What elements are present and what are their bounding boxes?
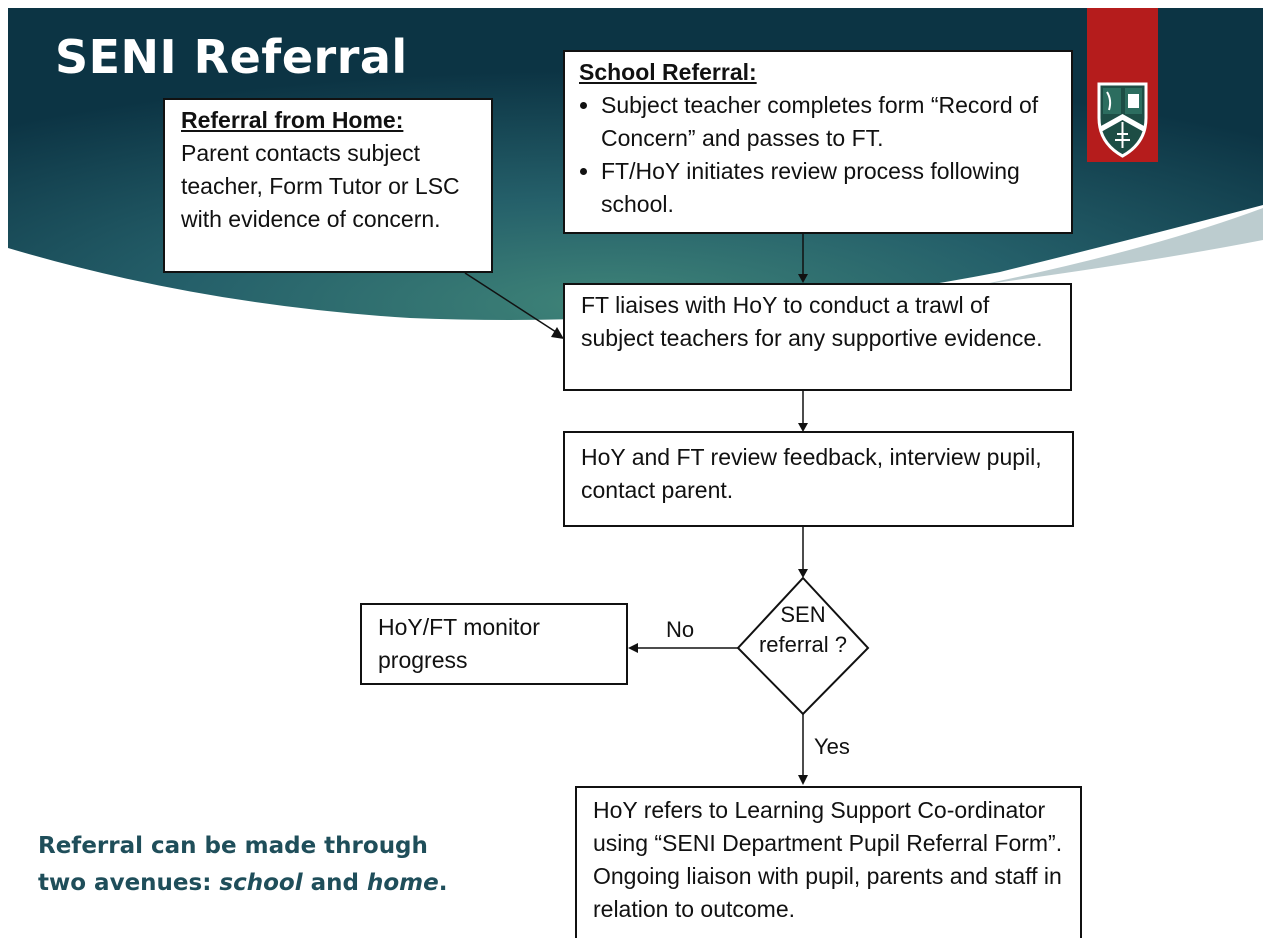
school-referral-heading: School Referral: bbox=[579, 59, 757, 85]
decision-label: SEN referral ? bbox=[743, 600, 863, 660]
home-referral-text: Parent contacts subject teacher, Form Tu… bbox=[181, 140, 460, 232]
home-referral-box: Referral from Home: Parent contacts subj… bbox=[163, 98, 493, 273]
decision-label-line1: SEN bbox=[780, 602, 826, 627]
arrowhead bbox=[551, 327, 564, 339]
arrowhead bbox=[798, 423, 808, 432]
slide-title: SENI Referral bbox=[55, 30, 408, 84]
refer-step-text: HoY refers to Learning Support Co-ordina… bbox=[593, 797, 1063, 922]
review-step-text: HoY and FT review feedback, interview pu… bbox=[581, 444, 1042, 503]
edge-label-no: No bbox=[666, 617, 695, 642]
crest-panel bbox=[1087, 8, 1158, 162]
review-step-box: HoY and FT review feedback, interview pu… bbox=[563, 431, 1074, 527]
note-prefix: two avenues: bbox=[38, 870, 220, 896]
referral-note: Referral can be made through two avenues… bbox=[38, 828, 508, 902]
decision-label-line2: referral ? bbox=[758, 632, 848, 657]
banner-light-swoosh bbox=[980, 208, 1263, 285]
arrowhead bbox=[628, 643, 638, 653]
home-referral-heading: Referral from Home: bbox=[181, 107, 404, 133]
decision-diamond bbox=[736, 576, 870, 716]
note-end: . bbox=[438, 870, 448, 896]
arrowhead bbox=[798, 569, 808, 578]
connector-home-to-trawl bbox=[464, 272, 557, 333]
trawl-step-text: FT liaises with HoY to conduct a trawl o… bbox=[581, 292, 1043, 351]
arrowhead bbox=[798, 775, 808, 785]
school-referral-list: Subject teacher completes form “Record o… bbox=[579, 89, 1055, 221]
school-referral-bullet: FT/HoY initiates review process followin… bbox=[601, 155, 1055, 221]
school-referral-bullet: Subject teacher completes form “Record o… bbox=[601, 89, 1055, 155]
arrowhead bbox=[798, 274, 808, 283]
monitor-step-box: HoY/FT monitor progress bbox=[360, 603, 628, 685]
edge-label-yes: Yes bbox=[814, 734, 850, 759]
refer-step-box: HoY refers to Learning Support Co-ordina… bbox=[575, 786, 1082, 938]
trawl-step-box: FT liaises with HoY to conduct a trawl o… bbox=[563, 283, 1072, 391]
note-and: and bbox=[302, 870, 367, 896]
monitor-step-text: HoY/FT monitor progress bbox=[378, 614, 540, 673]
note-line1: Referral can be made through bbox=[38, 833, 428, 859]
note-school: school bbox=[219, 870, 303, 896]
school-referral-box: School Referral: Subject teacher complet… bbox=[563, 50, 1073, 234]
note-home: home bbox=[366, 870, 439, 896]
school-crest-icon bbox=[1097, 82, 1148, 158]
